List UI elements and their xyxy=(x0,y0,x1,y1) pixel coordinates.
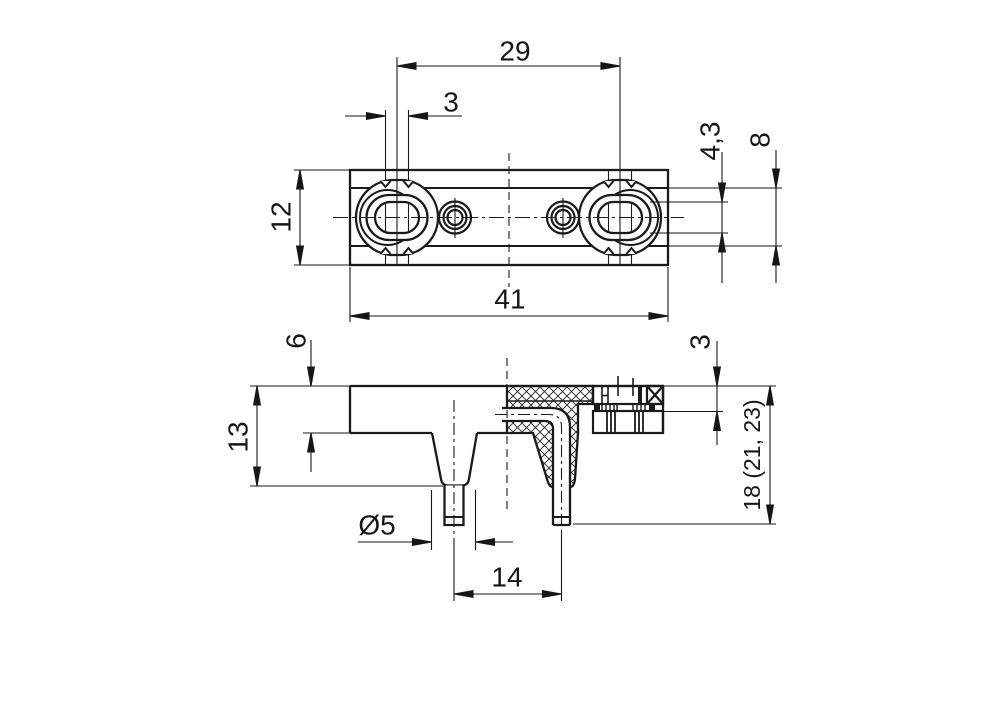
dim-dia5-label: Ø5 xyxy=(358,510,395,541)
groove-lines xyxy=(606,411,644,433)
side-view-dimension-labels: 6 13 3 18 (21, 23) Ø5 14 xyxy=(223,333,766,592)
top-view xyxy=(333,57,684,287)
seal-comb-ticks xyxy=(601,405,646,410)
dim-13-label: 13 xyxy=(223,421,254,452)
dim-14-label: 14 xyxy=(491,562,522,593)
seal-right xyxy=(649,405,655,410)
seal-left xyxy=(594,405,600,410)
top-view-dimensions xyxy=(294,62,782,322)
dim-3-side-label: 3 xyxy=(685,334,716,350)
tapered-pin-left xyxy=(430,432,479,527)
dim-3-top-label: 3 xyxy=(443,87,459,118)
dim-6-label: 6 xyxy=(281,333,312,349)
dim-29-label: 29 xyxy=(499,36,530,67)
dim-18-21-23-label: 18 (21, 23) xyxy=(739,399,765,510)
dim-41-label: 41 xyxy=(494,284,525,315)
top-view-dimension-labels: 29 3 41 12 4,3 8 xyxy=(266,36,776,315)
side-view-dimensions xyxy=(250,340,776,601)
dim-4-3-label: 4,3 xyxy=(695,122,726,161)
dim-12-label: 12 xyxy=(266,201,297,232)
side-view xyxy=(348,358,665,549)
dim-8-label: 8 xyxy=(745,132,776,148)
connector-body xyxy=(591,376,665,435)
top-view-centerlines xyxy=(333,57,684,287)
side-view-centerlines xyxy=(453,358,563,549)
